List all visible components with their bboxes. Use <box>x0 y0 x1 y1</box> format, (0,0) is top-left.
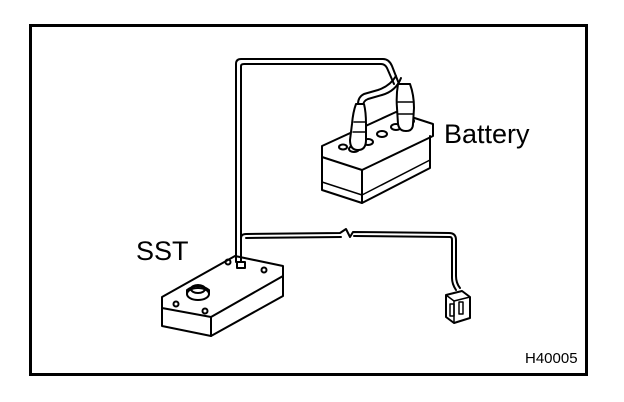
sst-label: SST <box>136 236 189 266</box>
connector <box>445 290 471 324</box>
battery-clamp-left <box>349 103 367 151</box>
battery-clamp-right <box>395 83 415 132</box>
sst-box <box>161 255 284 337</box>
connector-cable <box>240 228 461 291</box>
battery <box>321 111 434 204</box>
battery-label: Battery <box>444 119 530 149</box>
figure-code: H40005 <box>525 350 578 367</box>
figure-border <box>29 24 588 376</box>
